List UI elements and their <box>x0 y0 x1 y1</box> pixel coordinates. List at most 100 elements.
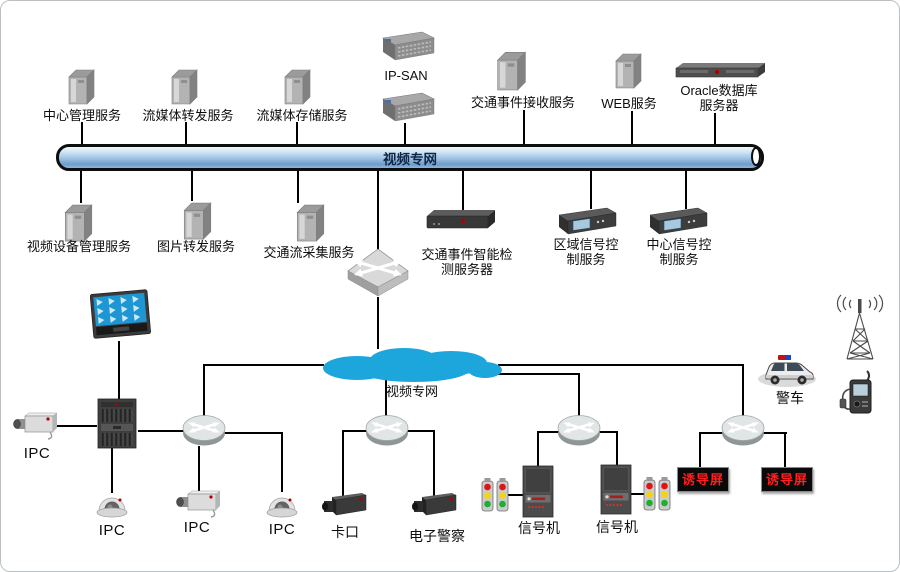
tower-server-icon <box>64 204 93 242</box>
connector-line <box>462 165 464 211</box>
connector-line <box>57 425 97 427</box>
connector-line <box>538 431 560 433</box>
connector-line <box>507 494 523 496</box>
label-traffic-flow-collect-service: 交通流采集服务 <box>263 245 355 260</box>
guidance-screen: 诱导屏 <box>761 467 813 492</box>
connector-line <box>111 447 113 493</box>
connector-line <box>281 432 283 492</box>
tower-server-icon <box>68 69 95 105</box>
connector-line <box>598 431 618 433</box>
connector-line <box>742 364 744 417</box>
connector-line <box>385 377 387 417</box>
cloud-icon <box>323 348 502 382</box>
label-stream-forward-service: 流媒体转发服务 <box>142 108 234 123</box>
label-stream-storage-service: 流媒体存储服务 <box>256 108 348 123</box>
connector-line <box>590 165 592 209</box>
router-icon <box>365 415 409 446</box>
server-rack-icon <box>97 398 137 449</box>
switch-icon <box>347 248 409 297</box>
storage-array-icon <box>382 92 435 122</box>
label-signal-machine: 信号机 <box>518 520 560 536</box>
connector-line <box>714 113 716 147</box>
label-web-service: WEB服务 <box>601 96 657 111</box>
label-center-mgmt-service: 中心管理服务 <box>42 108 122 123</box>
connector-line <box>297 165 299 203</box>
signal-control-device-icon <box>649 207 708 235</box>
label-signal-machine: 信号机 <box>596 519 638 535</box>
tower-server-icon <box>615 53 642 89</box>
connector-line <box>685 165 687 209</box>
traffic-light-icon <box>643 477 671 511</box>
connector-line <box>537 431 539 468</box>
tower-server-icon <box>171 69 198 105</box>
video-network-bus: 视频专网 <box>56 144 764 171</box>
dome-camera-icon <box>266 497 298 518</box>
connector-line <box>138 430 184 432</box>
connector-line <box>763 432 787 434</box>
label-cloud-network: 视频专网 <box>385 384 439 399</box>
monitor-wall-icon <box>90 289 151 339</box>
label-traffic-event-detect-server: 交通事件智能检测服务器 <box>421 247 513 278</box>
checkpoint-camera-icon <box>322 493 367 516</box>
connector-line <box>498 364 744 366</box>
guidance-screen-text: 诱导屏 <box>681 472 724 487</box>
label-ipc: IPC <box>183 519 211 536</box>
label-ipc: IPC <box>268 521 296 538</box>
handheld-radio-icon <box>839 370 872 414</box>
connector-line <box>223 432 283 434</box>
label-oracle-db-server: Oracle数据库服务器 <box>680 83 758 114</box>
tower-server-icon <box>496 51 527 91</box>
signal-machine-cabinet-icon <box>522 465 554 518</box>
connector-line <box>80 165 82 203</box>
connector-line <box>578 373 580 416</box>
connector-line <box>204 364 324 366</box>
bus-end-cap <box>751 147 761 166</box>
label-ipc: IPC <box>98 522 126 539</box>
label-checkpoint: 卡口 <box>331 524 359 540</box>
box-camera-icon <box>13 412 58 440</box>
connector-line <box>342 430 368 432</box>
label-ip-san: IP-SAN <box>384 68 428 83</box>
connector-line <box>433 430 435 496</box>
connector-line <box>342 430 344 496</box>
box-camera-icon <box>176 490 221 518</box>
signal-machine-cabinet-icon <box>600 464 632 515</box>
storage-array-icon <box>382 31 435 61</box>
connector-line <box>784 432 786 468</box>
connector-line <box>616 431 618 468</box>
police-car-icon <box>758 355 816 387</box>
bus-label: 视频专网 <box>383 152 437 167</box>
connector-line <box>191 165 193 201</box>
detection-server-icon <box>426 210 495 229</box>
label-image-forward-service: 图片转发服务 <box>156 239 236 254</box>
connector-line <box>406 430 435 432</box>
router-icon <box>721 415 765 446</box>
connector-line <box>699 432 725 434</box>
router-icon <box>557 415 601 446</box>
radio-tower-icon <box>836 294 884 360</box>
electronic-police-camera-icon <box>412 493 457 516</box>
label-center-signal-control-service: 中心信号控制服务 <box>646 237 712 268</box>
label-video-device-mgmt-service: 视频设备管理服务 <box>26 239 132 254</box>
router-icon <box>182 415 226 446</box>
connector-line <box>631 493 645 495</box>
tower-server-icon <box>284 69 311 105</box>
connector-line <box>185 122 187 147</box>
connector-line <box>523 110 525 147</box>
connector-line <box>498 373 580 375</box>
connector-line <box>203 364 205 417</box>
label-traffic-event-receive-service: 交通事件接收服务 <box>470 95 576 110</box>
connector-line <box>198 446 200 494</box>
connector-line <box>377 165 379 251</box>
tower-server-icon <box>183 202 212 240</box>
connector-line <box>631 111 633 147</box>
signal-control-device-icon <box>558 207 617 235</box>
connector-line <box>377 297 379 349</box>
rack-server-icon <box>675 63 765 78</box>
label-police-car: 警车 <box>776 390 804 406</box>
guidance-screen-text: 诱导屏 <box>765 472 808 487</box>
dome-camera-icon <box>96 497 128 518</box>
connector-line <box>81 122 83 147</box>
guidance-screen: 诱导屏 <box>677 467 729 492</box>
